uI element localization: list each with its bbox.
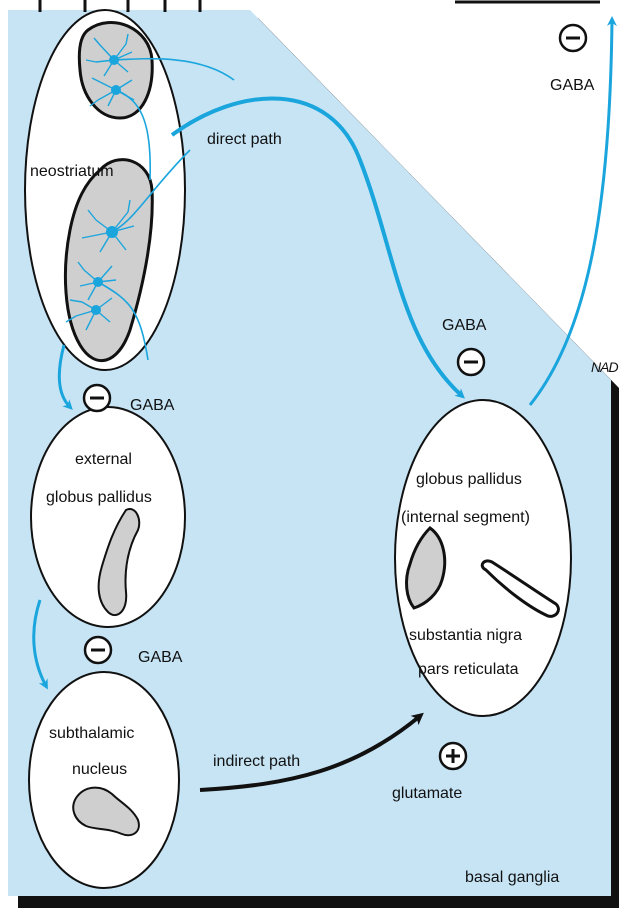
basal-ganglia-label: basal ganglia <box>465 869 559 886</box>
minus-circle-icon <box>560 25 586 51</box>
snr-label-1: substantia nigra <box>409 627 522 644</box>
gpi-label-1: globus pallidus <box>416 471 522 488</box>
snr-label-2: pars reticulata <box>418 661 519 678</box>
stn-label-2: nucleus <box>72 761 127 778</box>
minus-circle-icon <box>85 637 111 663</box>
minus-circle-icon <box>458 349 484 375</box>
stn-label-1: subthalamic <box>49 725 134 742</box>
gaba-label-gpe-stn: GABA <box>138 649 183 666</box>
subthalamic-ellipse <box>29 672 179 888</box>
direct-path-label: direct path <box>207 131 282 148</box>
gaba-label-output: GABA <box>550 77 595 94</box>
gaba-label-striatum-gpe: GABA <box>130 397 175 414</box>
external-gp-label-1: external <box>75 451 132 468</box>
nad-fragment-label: NAD <box>591 359 618 375</box>
external-gp-label-2: globus pallidus <box>46 489 152 506</box>
neostriatum-label: neostriatum <box>30 163 114 180</box>
plus-circle-icon <box>440 743 466 769</box>
minus-circle-icon <box>84 385 110 411</box>
gaba-label-direct: GABA <box>442 317 487 334</box>
indirect-path-label: indirect path <box>213 753 300 770</box>
gpi-label-2: (internal segment) <box>401 509 530 526</box>
glutamate-label: glutamate <box>392 785 462 802</box>
